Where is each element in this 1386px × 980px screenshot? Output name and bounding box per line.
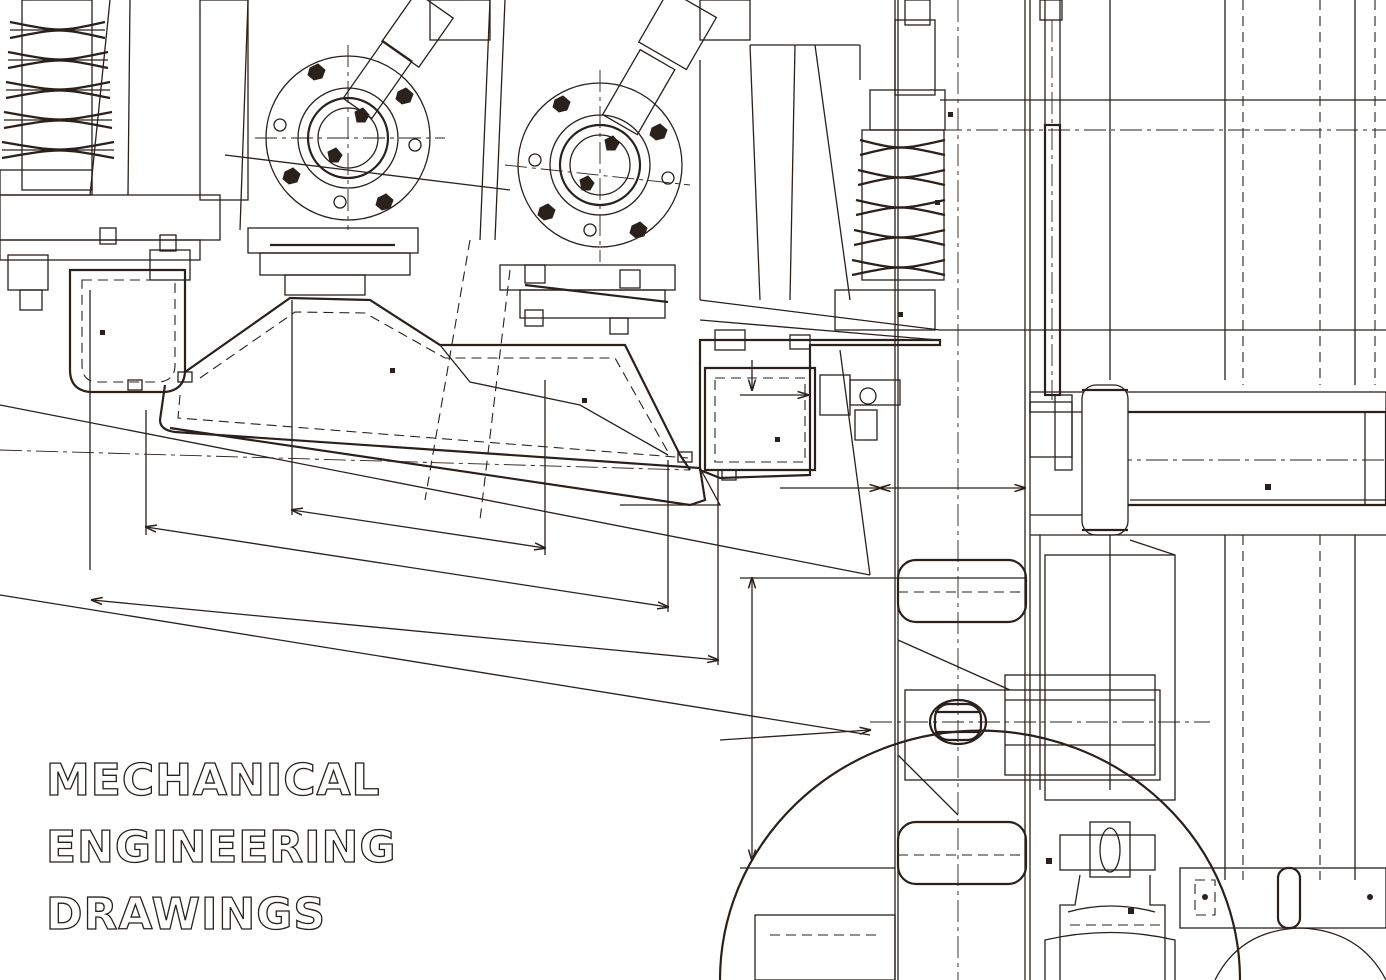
title-line-2: ENGINEERING — [46, 822, 397, 873]
frame-columns — [224, 0, 941, 521]
title-line-1: MECHANICAL — [46, 755, 381, 806]
title-line-3: DRAWINGS — [46, 889, 326, 940]
slot-plates — [896, 539, 1176, 886]
roller-shaft — [1029, 384, 1386, 536]
dimension-arrows — [740, 488, 1025, 869]
valve-flange-left — [247, 0, 491, 296]
left-bracket — [68, 268, 193, 394]
hopper-body — [158, 296, 737, 507]
guide-lines — [0, 290, 870, 741]
right-spring-assembly — [814, 0, 953, 331]
valve-flange-right — [499, 0, 751, 335]
title-block: MECHANICAL ENGINEERING DRAWINGS — [45, 754, 397, 940]
right-bracket — [698, 329, 942, 480]
bottom-right-details — [754, 866, 1386, 980]
left-spring-assembly — [0, 0, 249, 311]
right-frame — [894, 0, 1386, 980]
detail-view-circle — [718, 639, 1242, 980]
